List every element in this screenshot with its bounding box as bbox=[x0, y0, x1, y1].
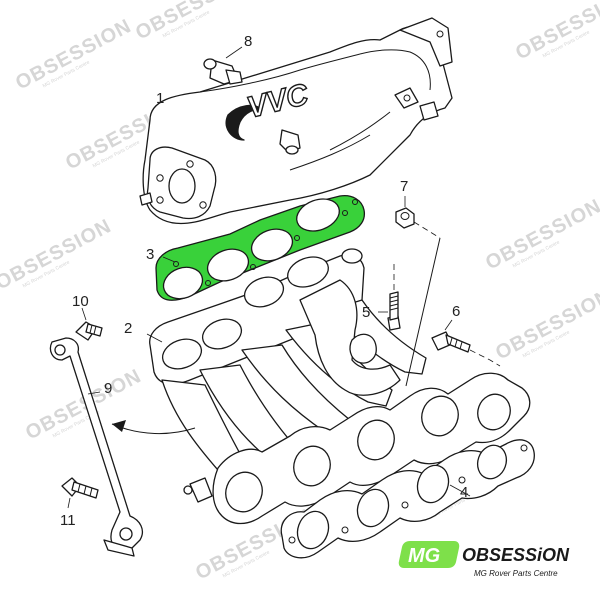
part-5-stud bbox=[378, 262, 401, 331]
callout-4: 4 bbox=[460, 484, 468, 501]
plenum-vacuum-fitting bbox=[279, 129, 301, 155]
logo-badge bbox=[398, 541, 460, 568]
callout-5: 5 bbox=[362, 304, 370, 321]
watermark-text: OBSESSION bbox=[12, 15, 135, 94]
part-10-bolt bbox=[75, 307, 103, 341]
part-6-stud bbox=[431, 319, 501, 367]
watermark: OBSESSION MG Rover Parts Centre bbox=[512, 0, 600, 64]
logo-badge-text: MG bbox=[408, 545, 440, 567]
watermark: OBSESSION MG Rover Parts Centre bbox=[132, 0, 255, 44]
watermark: OBSESSION MG Rover Parts Centre bbox=[12, 15, 135, 94]
callout-6: 6 bbox=[452, 303, 460, 320]
watermark-text: OBSESSION bbox=[492, 285, 600, 364]
upper-intake-plenum: VVC bbox=[139, 17, 453, 225]
callout-10: 10 bbox=[72, 293, 89, 310]
part-8-fitting bbox=[203, 46, 243, 85]
callout-2: 2 bbox=[124, 320, 132, 337]
watermark: OBSESSION MG Rover Parts Centre bbox=[0, 215, 115, 294]
callout-8: 8 bbox=[244, 33, 252, 50]
logo-tagline: MG Rover Parts Centre bbox=[474, 569, 558, 578]
callout-9: 9 bbox=[104, 380, 112, 397]
part-11-bolt bbox=[61, 477, 99, 509]
part-7-nut bbox=[395, 196, 441, 387]
callout-7: 7 bbox=[400, 178, 408, 195]
part-4-manifold-gasket bbox=[280, 439, 535, 559]
callout-labels: 1 2 3 4 5 6 7 8 9 10 11 bbox=[60, 33, 468, 529]
part-9-support-bracket bbox=[49, 337, 196, 557]
logo-name: OBSESSiON bbox=[462, 545, 570, 565]
mg-obsession-logo: MG OBSESSiON MG Rover Parts Centre bbox=[398, 541, 570, 578]
part-2-lower-intake-manifold bbox=[146, 248, 531, 525]
callout-11: 11 bbox=[60, 512, 76, 529]
watermark: OBSESSION MG Rover Parts Centre bbox=[482, 195, 600, 274]
watermark-text: OBSESSION bbox=[0, 215, 115, 294]
callout-1: 1 bbox=[156, 90, 164, 107]
callout-3: 3 bbox=[146, 246, 154, 263]
watermark: OBSESSION MG Rover Parts Centre bbox=[492, 285, 600, 364]
part-3-plenum-gasket bbox=[155, 194, 366, 301]
watermark-text: OBSESSION bbox=[482, 195, 600, 274]
